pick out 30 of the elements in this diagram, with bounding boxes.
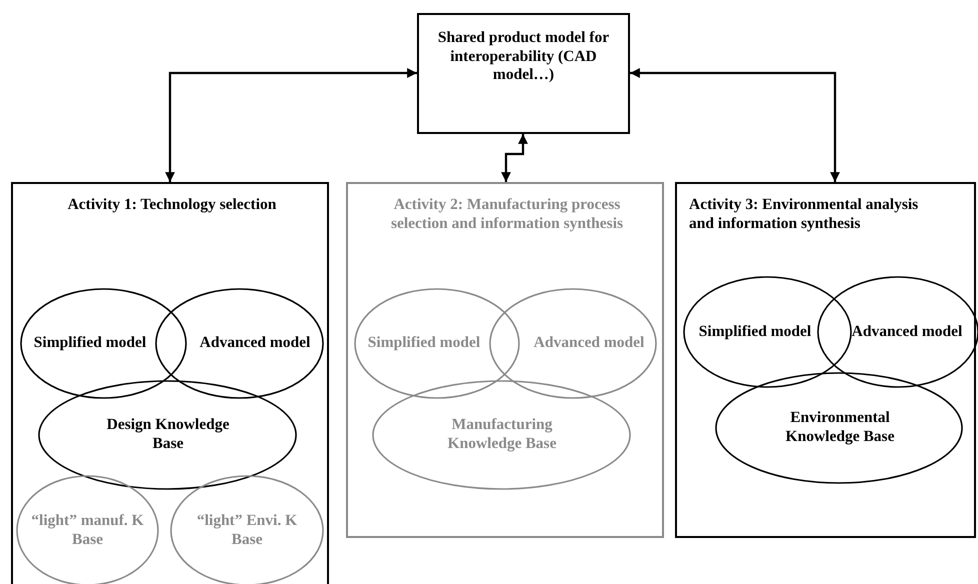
ellipse-label: Environmental Knowledge Base (784, 409, 896, 447)
activity-panel (346, 182, 664, 538)
ellipse-label: Advanced model (850, 322, 964, 342)
heading-text: Activity 3: Environmental analysis and information synthesis (689, 196, 920, 234)
activity-panel (11, 182, 329, 584)
ellipse-label: Simplified model (366, 334, 482, 353)
heading-text: Activity 2: Manufacturing process selection and information synthesis (390, 196, 624, 234)
ellipse-label: Simplified model (698, 322, 812, 342)
ellipse-label: Advanced model (532, 334, 646, 353)
knowledge-ellipse (489, 288, 657, 399)
activity-panel (675, 182, 976, 538)
double-arrow (501, 134, 528, 182)
heading-text: Shared product model for interoperability (CAD model…) (436, 29, 610, 85)
double-arrow (165, 68, 417, 182)
knowledge-ellipse (354, 288, 520, 399)
knowledge-ellipse (715, 372, 963, 484)
knowledge-ellipse (683, 276, 852, 388)
ellipse-label: Advanced model (198, 334, 312, 353)
heading-text: Activity 1: Technology selection (66, 196, 278, 215)
knowledge-ellipse (155, 288, 324, 399)
knowledge-ellipse (38, 380, 297, 490)
ellipse-label: “light” Envi. K Base (196, 512, 298, 550)
ellipse-label: Design Knowledge Base (106, 416, 230, 454)
ellipse-label: Simplified model (32, 334, 148, 353)
knowledge-ellipse (20, 288, 187, 399)
process-box (417, 13, 630, 134)
ellipse-label: Manufacturing Knowledge Base (446, 416, 558, 454)
double-arrow (630, 68, 840, 182)
ellipse-label: “light” manuf. K Base (30, 512, 145, 550)
knowledge-ellipse (372, 380, 631, 490)
